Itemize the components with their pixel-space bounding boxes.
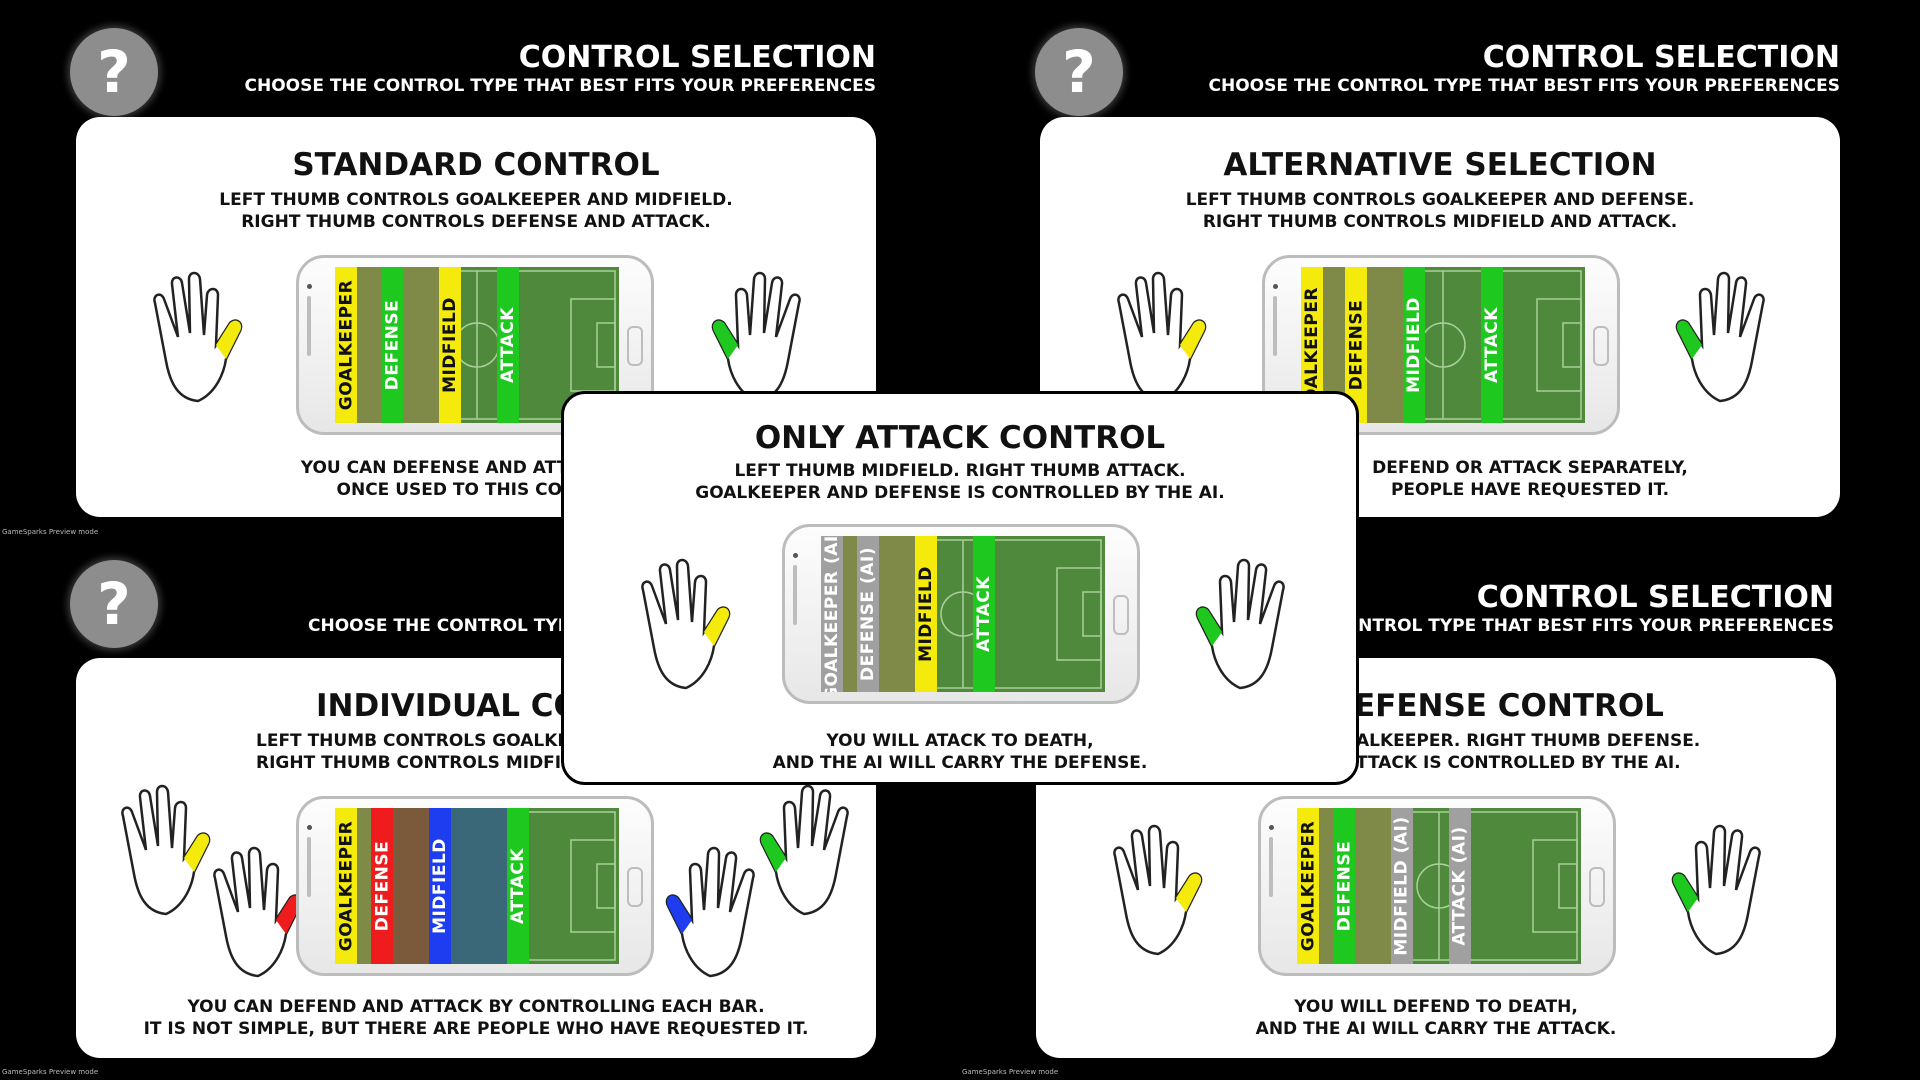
card-description: LEFT THUMB MIDFIELD. RIGHT THUMB ATTACK.… — [695, 461, 1225, 503]
strip-defense[interactable]: DEFENSE — [381, 267, 403, 423]
strip-defense[interactable]: DEFENSE — [1333, 808, 1355, 964]
right-hand-outer-icon — [759, 784, 849, 916]
card-title: STANDARD CONTROL — [292, 147, 660, 183]
strip-defense[interactable]: DEFENSE — [1345, 267, 1367, 423]
card-title: ONLY ATTACK CONTROL — [754, 420, 1166, 456]
section-title: CONTROL SELECTION — [1482, 40, 1840, 75]
strip-goalkeeper[interactable]: GOALKEEPER — [335, 267, 357, 423]
help-icon[interactable]: ? — [70, 28, 158, 116]
section-title: CONTROL SELECTION — [1476, 580, 1834, 615]
preview-watermark: GameSparks Preview mode — [2, 528, 99, 536]
pitch-screen: GOALKEEPER DEFENSE MIDFIELD ATTACK — [335, 808, 619, 964]
left-hand-icon — [1117, 271, 1207, 403]
quadrant-defense: CONTROL SELECTION HE CONTROL TYPE THAT B… — [960, 540, 1920, 1080]
card-footer: YOU WILL ATACK TO DEATH, AND THE AI WILL… — [772, 731, 1148, 773]
section-subtitle: HE CONTROL TYPE THAT BEST FITS YOUR PREF… — [1299, 616, 1834, 636]
preview-watermark: GameSparks Preview mode — [2, 1068, 99, 1076]
strip-attack-ai: ATTACK (AI) — [1449, 808, 1471, 964]
strip-goalkeeper[interactable]: OALKEEPER — [1301, 267, 1323, 423]
card-description: LEFT THUMB CONTROLS GOALKEEP RIGHT THUMB… — [256, 731, 594, 773]
right-hand-icon — [1671, 824, 1761, 956]
phone-diagram: GOALKEEPER (AI) DEFENSE (AI) MIDFIELD AT… — [782, 524, 1140, 704]
phone-diagram: GOALKEEPER DEFENSE MIDFIELD (AI) ATTACK … — [1258, 796, 1616, 976]
help-icon[interactable]: ? — [70, 560, 158, 648]
card-description: LEFT THUMB CONTROLS GOALKEEPER AND MIDFI… — [219, 190, 733, 232]
card-footer: YOU CAN DEFEND AND ATTACK BY CONTROLLING… — [143, 997, 809, 1039]
card-description: ALKEEPER. RIGHT THUMB DEFENSE. TTACK IS … — [1356, 731, 1701, 773]
section-subtitle: CHOOSE THE CONTROL TYPE THAT BEST FITS Y… — [1208, 76, 1841, 96]
strip-goalkeeper-ai: GOALKEEPER (AI) — [821, 536, 843, 692]
section-subtitle: CHOOSE THE CONTROL TYPE T — [308, 616, 600, 636]
pitch-screen: GOALKEEPER (AI) DEFENSE (AI) MIDFIELD AT… — [821, 536, 1105, 692]
strip-defense[interactable]: DEFENSE — [371, 808, 393, 964]
pitch-screen: GOALKEEPER DEFENSE MIDFIELD ATTACK — [335, 267, 619, 423]
strip-defense-ai: DEFENSE (AI) — [857, 536, 879, 692]
card-title: ALTERNATIVE SELECTION — [1223, 147, 1657, 183]
section-title: CONTROL SELECTION — [518, 40, 876, 75]
strip-attack[interactable]: ATTACK — [507, 808, 529, 964]
strip-attack[interactable]: ATTACK — [973, 536, 995, 692]
card-title: EFENSE CONTROL — [1354, 688, 1664, 724]
right-hand-icon — [711, 271, 801, 403]
left-hand-icon — [153, 271, 243, 403]
strip-attack[interactable]: ATTACK — [497, 267, 519, 423]
strip-midfield-ai: MIDFIELD (AI) — [1391, 808, 1413, 964]
strip-midfield[interactable]: MIDFIELD — [915, 536, 937, 692]
card-footer: YOU WILL DEFEND TO DEATH, AND THE AI WIL… — [1255, 997, 1617, 1039]
right-hand-icon — [1675, 271, 1765, 403]
defense-control-card[interactable]: EFENSE CONTROL ALKEEPER. RIGHT THUMB DEF… — [1036, 658, 1836, 1058]
left-hand-icon — [1113, 824, 1203, 956]
card-footer: DEFEND OR ATTACK SEPARATELY, PEOPLE HAVE… — [1372, 458, 1688, 500]
card-description: LEFT THUMB CONTROLS GOALKEEPER AND DEFEN… — [1185, 190, 1695, 232]
strip-goalkeeper[interactable]: GOALKEEPER — [1297, 808, 1319, 964]
strip-midfield[interactable]: MIDFIELD — [1403, 267, 1425, 423]
help-icon[interactable]: ? — [1035, 28, 1123, 116]
strip-goalkeeper[interactable]: GOALKEEPER — [335, 808, 357, 964]
right-hand-icon — [1195, 558, 1285, 690]
preview-watermark: GameSparks Preview mode — [962, 1068, 1059, 1076]
pitch-screen: GOALKEEPER DEFENSE MIDFIELD (AI) ATTACK … — [1297, 808, 1581, 964]
strip-midfield[interactable]: MIDFIELD — [439, 267, 461, 423]
strip-attack[interactable]: ATTACK — [1481, 267, 1503, 423]
phone-diagram: GOALKEEPER DEFENSE MIDFIELD ATTACK — [296, 796, 654, 976]
left-hand-icon — [641, 558, 731, 690]
section-subtitle: CHOOSE THE CONTROL TYPE THAT BEST FITS Y… — [244, 76, 877, 96]
only-attack-control-card[interactable]: ONLY ATTACK CONTROL LEFT THUMB MIDFIELD.… — [561, 391, 1359, 785]
strip-midfield[interactable]: MIDFIELD — [429, 808, 451, 964]
